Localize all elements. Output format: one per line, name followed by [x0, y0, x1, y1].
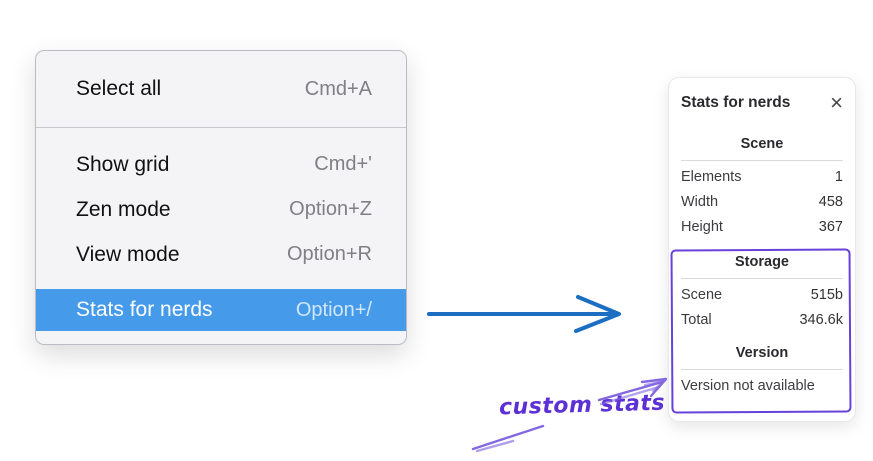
- menu-item-shortcut: Cmd+A: [304, 77, 372, 100]
- stat-label: Width: [681, 193, 719, 210]
- context-menu: Select all Cmd+A Show grid Cmd+' Zen mod…: [35, 50, 407, 345]
- section-divider: [681, 278, 843, 279]
- purple-arrow: [597, 377, 668, 406]
- version-note: Version not available: [681, 378, 815, 394]
- section-title-version: Version: [735, 345, 789, 361]
- menu-item-label: Select all: [76, 77, 162, 100]
- section-title-storage: Storage: [735, 254, 789, 270]
- menu-item-shortcut: Cmd+': [314, 153, 372, 175]
- menu-item-shortcut: Option+Z: [289, 198, 372, 220]
- menu-item-label: Stats for nerds: [76, 298, 213, 321]
- close-icon[interactable]: ×: [830, 90, 843, 115]
- section-divider: [681, 160, 843, 161]
- panel-title: Stats for nerds: [681, 94, 791, 111]
- stat-row-total-storage: Total 346.6k: [681, 307, 843, 332]
- stats-for-nerds-panel: Stats for nerds × Scene Elements 1 Width…: [668, 77, 856, 422]
- stat-row-width: Width 458: [681, 189, 843, 214]
- menu-item-stats-for-nerds[interactable]: Stats for nerds Option+/: [36, 289, 406, 331]
- purple-arrow-tail: [471, 424, 545, 453]
- menu-item-shortcut: Option+R: [286, 243, 372, 265]
- section-divider: [681, 369, 843, 370]
- stat-value: 346.6k: [799, 311, 843, 328]
- stat-row-height: Height 367: [681, 214, 843, 239]
- blue-arrow: [427, 295, 621, 333]
- menu-divider: [36, 127, 406, 128]
- stat-value: 515b: [810, 286, 843, 303]
- stat-label: Scene: [681, 286, 723, 303]
- menu-item-label: View mode: [76, 242, 180, 266]
- menu-item-label: Zen mode: [76, 197, 171, 221]
- section-title-scene: Scene: [740, 136, 784, 152]
- stat-value: 367: [818, 218, 843, 235]
- stat-value: 1: [834, 168, 843, 185]
- stat-row-elements: Elements 1: [681, 164, 843, 189]
- stat-label: Height: [681, 218, 723, 235]
- menu-item-shortcut: Option+/: [295, 298, 372, 321]
- menu-item-zen-mode[interactable]: Zen mode Option+Z: [36, 187, 406, 232]
- menu-item-select-all[interactable]: Select all Cmd+A: [36, 51, 406, 127]
- custom-stats-annotation: custom stats: [498, 390, 666, 421]
- menu-item-show-grid[interactable]: Show grid Cmd+': [36, 142, 406, 187]
- menu-item-view-mode[interactable]: View mode Option+R: [36, 232, 406, 277]
- stat-label: Elements: [681, 168, 742, 185]
- panel-header: Stats for nerds ×: [681, 90, 843, 116]
- menu-item-label: Show grid: [76, 152, 170, 176]
- stat-row-scene-storage: Scene 515b: [681, 282, 843, 307]
- stat-label: Total: [681, 311, 712, 328]
- stat-value: 458: [818, 193, 843, 210]
- menu-group: Show grid Cmd+' Zen mode Option+Z View m…: [36, 128, 406, 344]
